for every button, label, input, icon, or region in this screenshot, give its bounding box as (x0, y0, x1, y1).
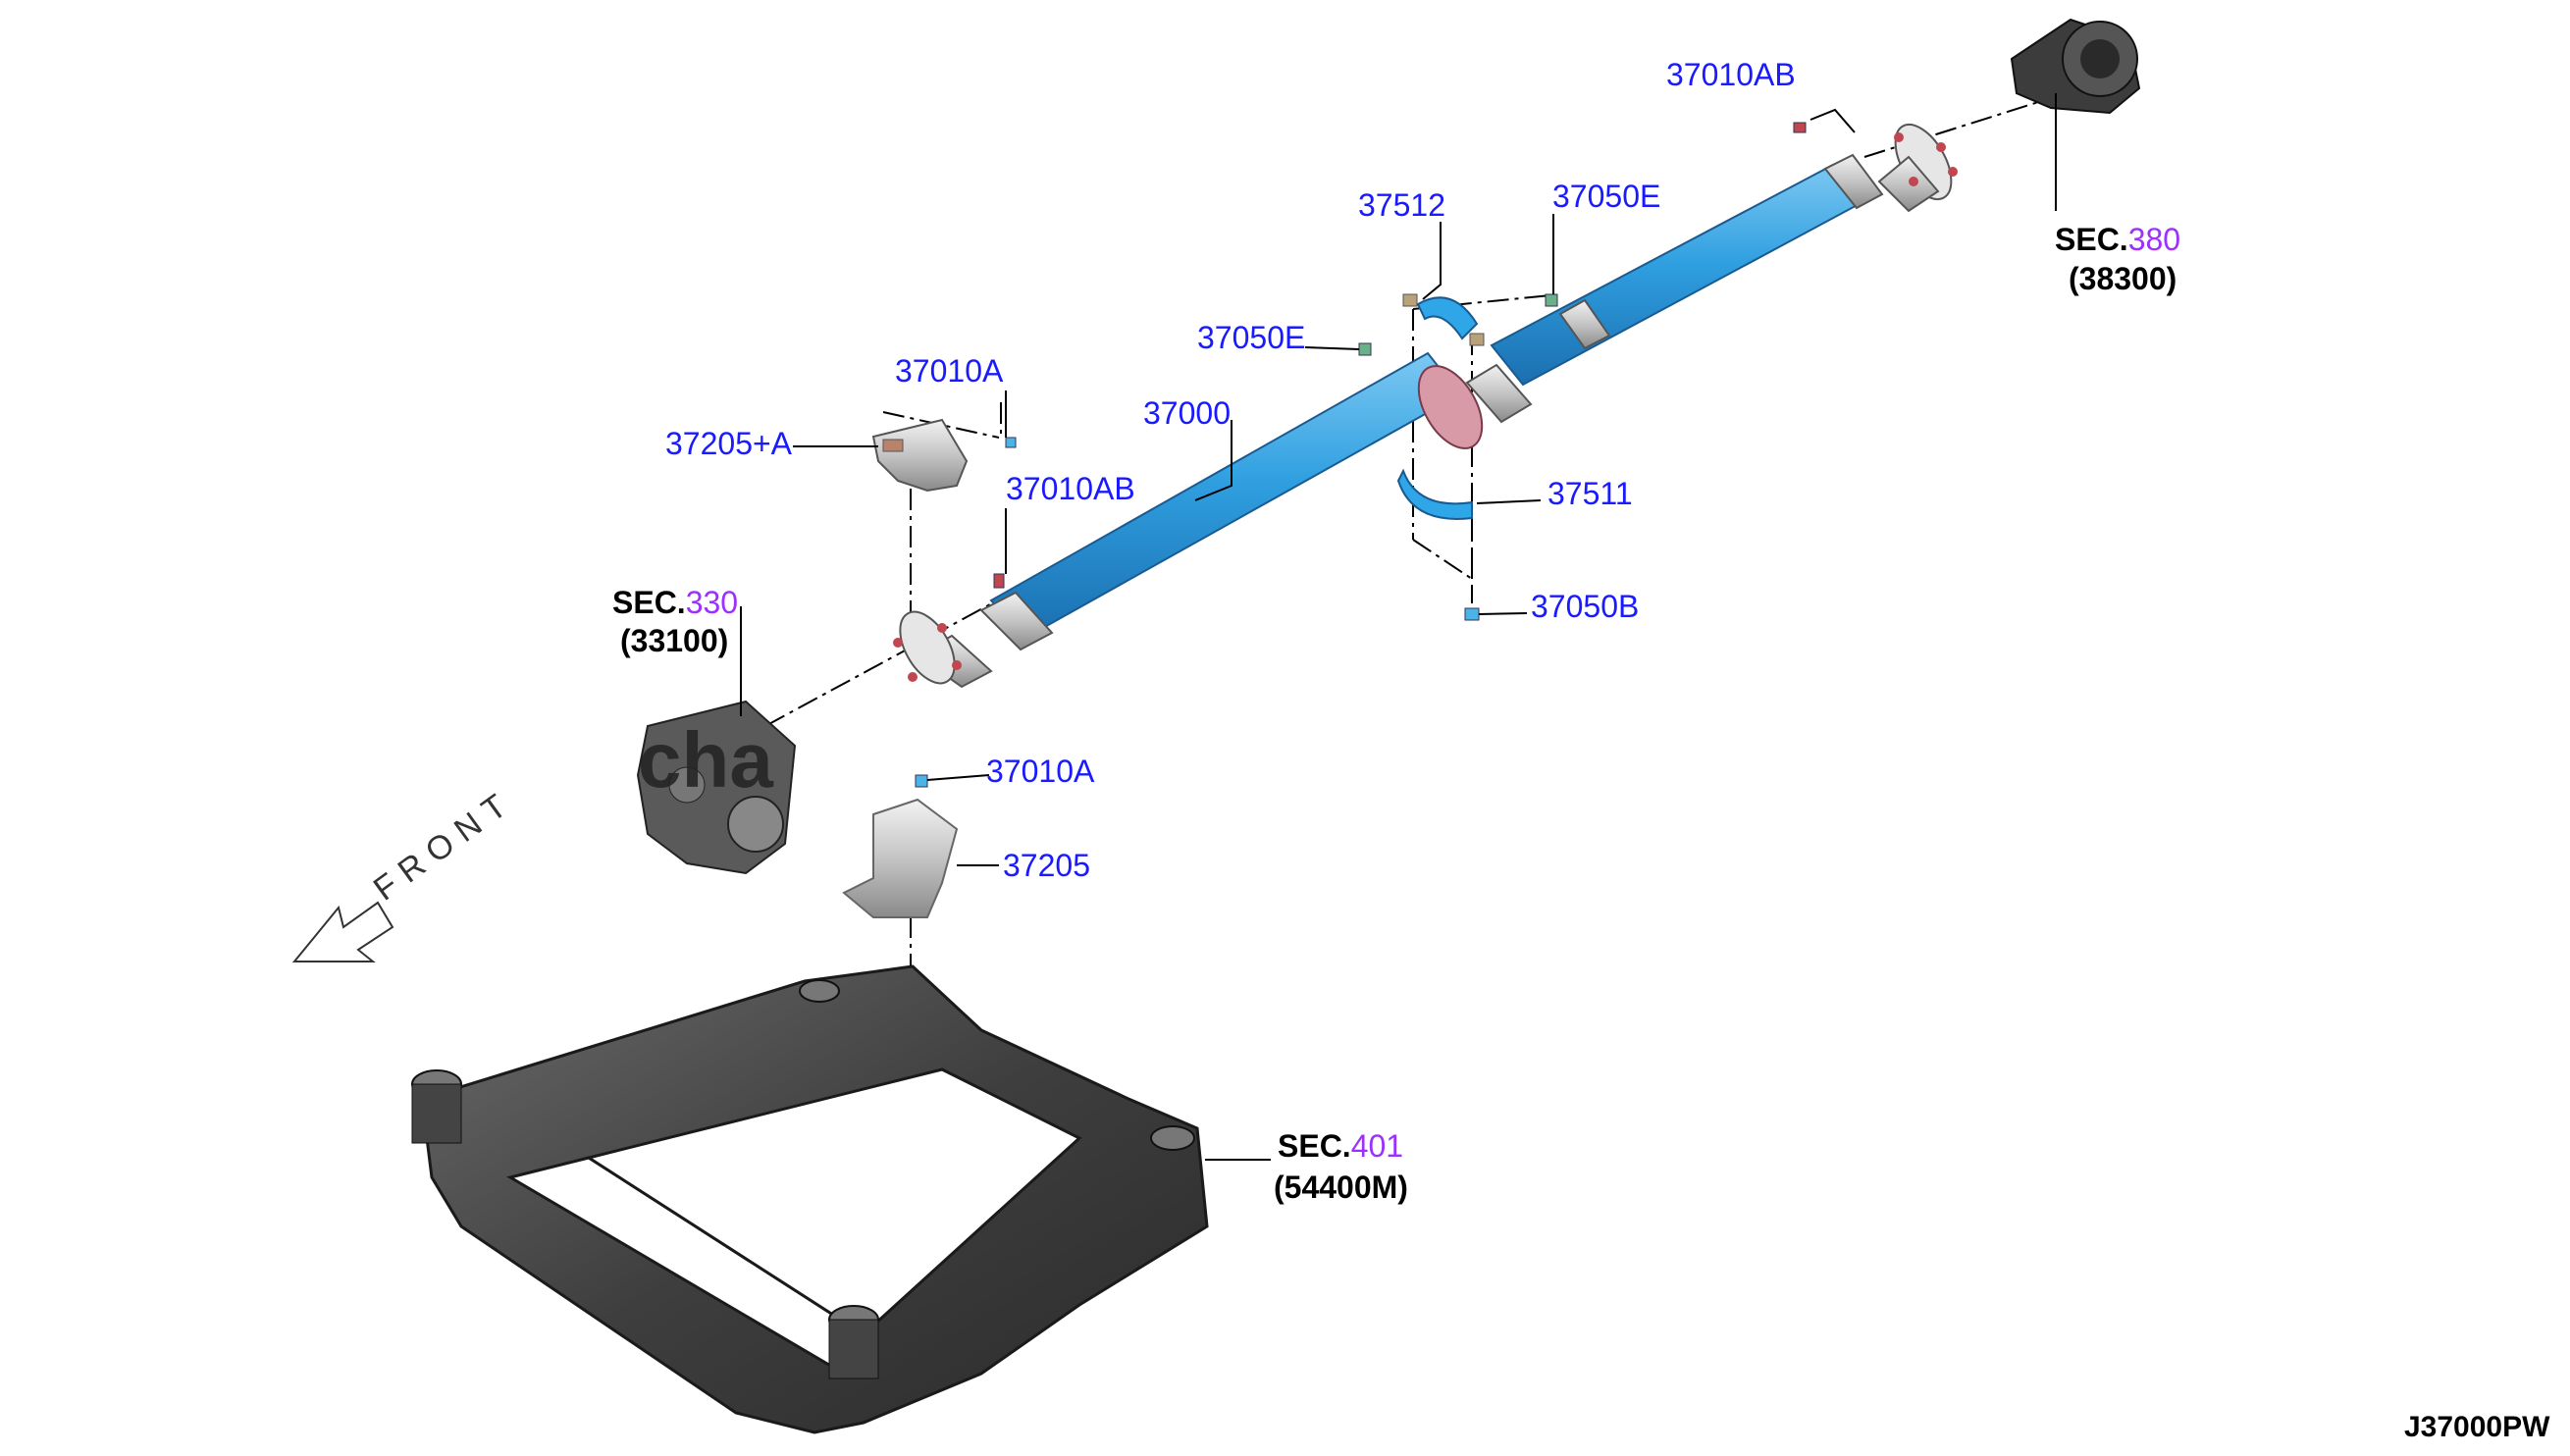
label-37511[interactable]: 37511 (1547, 476, 1633, 511)
label-37050E-left[interactable]: 37050E (1197, 320, 1306, 355)
label-37010A-bot[interactable]: 37010A (986, 754, 1095, 789)
transfer-case-330[interactable] (636, 700, 797, 875)
label-37050B[interactable]: 37050B (1531, 589, 1640, 624)
bolt-37050E-top[interactable] (1545, 293, 1558, 307)
section-401-sub: (54400M) (1274, 1170, 1408, 1205)
propeller-shaft-37000[interactable] (889, 116, 1963, 693)
bracket-37512[interactable] (1402, 293, 1485, 346)
subframe-401[interactable] (411, 964, 1209, 1434)
front-arrow (291, 901, 394, 962)
section-330-link[interactable]: 330 (685, 585, 739, 620)
section-330-sub: (33100) (620, 623, 729, 658)
bolt-37010AB-mid[interactable] (993, 573, 1005, 589)
label-37050E-top[interactable]: 37050E (1552, 179, 1661, 214)
label-37010A-top[interactable]: 37010A (895, 353, 1004, 389)
section-prefix: SEC. (1278, 1128, 1351, 1164)
leader-lines (740, 93, 2057, 1161)
bolt-37010AB-top[interactable] (1793, 122, 1807, 133)
heat-shield-37205[interactable] (842, 798, 959, 918)
bolt-37050B[interactable] (1464, 607, 1480, 621)
label-37205[interactable]: 37205 (1003, 848, 1090, 883)
label-37010AB-top[interactable]: 37010AB (1666, 57, 1796, 92)
section-prefix: SEC. (2055, 222, 2128, 257)
label-37010AB-mid[interactable]: 37010AB (1006, 471, 1135, 506)
rear-differential-380[interactable] (2010, 18, 2141, 115)
bolt-37050E-left[interactable] (1358, 342, 1372, 356)
bracket-37511[interactable] (1396, 468, 1473, 520)
label-37000[interactable]: 37000 (1143, 395, 1231, 431)
label-37205A[interactable]: 37205+A (665, 426, 793, 461)
section-380-link[interactable]: 380 (2127, 222, 2181, 257)
section-prefix: SEC. (612, 585, 686, 620)
watermark: cha (638, 716, 773, 804)
diagram-code: J37000PW (2404, 1411, 2550, 1443)
section-380-sub: (38300) (2069, 261, 2177, 296)
bolt-37010A-bot[interactable] (915, 774, 928, 788)
section-380-label: SEC.380 (2055, 224, 2180, 255)
section-401-link[interactable]: 401 (1350, 1128, 1404, 1164)
label-37512[interactable]: 37512 (1358, 187, 1445, 223)
axis-lines (764, 97, 2052, 1148)
bolt-37010A-top[interactable] (1005, 437, 1017, 448)
section-401-label: SEC.401 (1278, 1130, 1403, 1162)
heat-shield-37205A[interactable] (871, 418, 969, 493)
section-330-label: SEC.330 (612, 587, 738, 618)
